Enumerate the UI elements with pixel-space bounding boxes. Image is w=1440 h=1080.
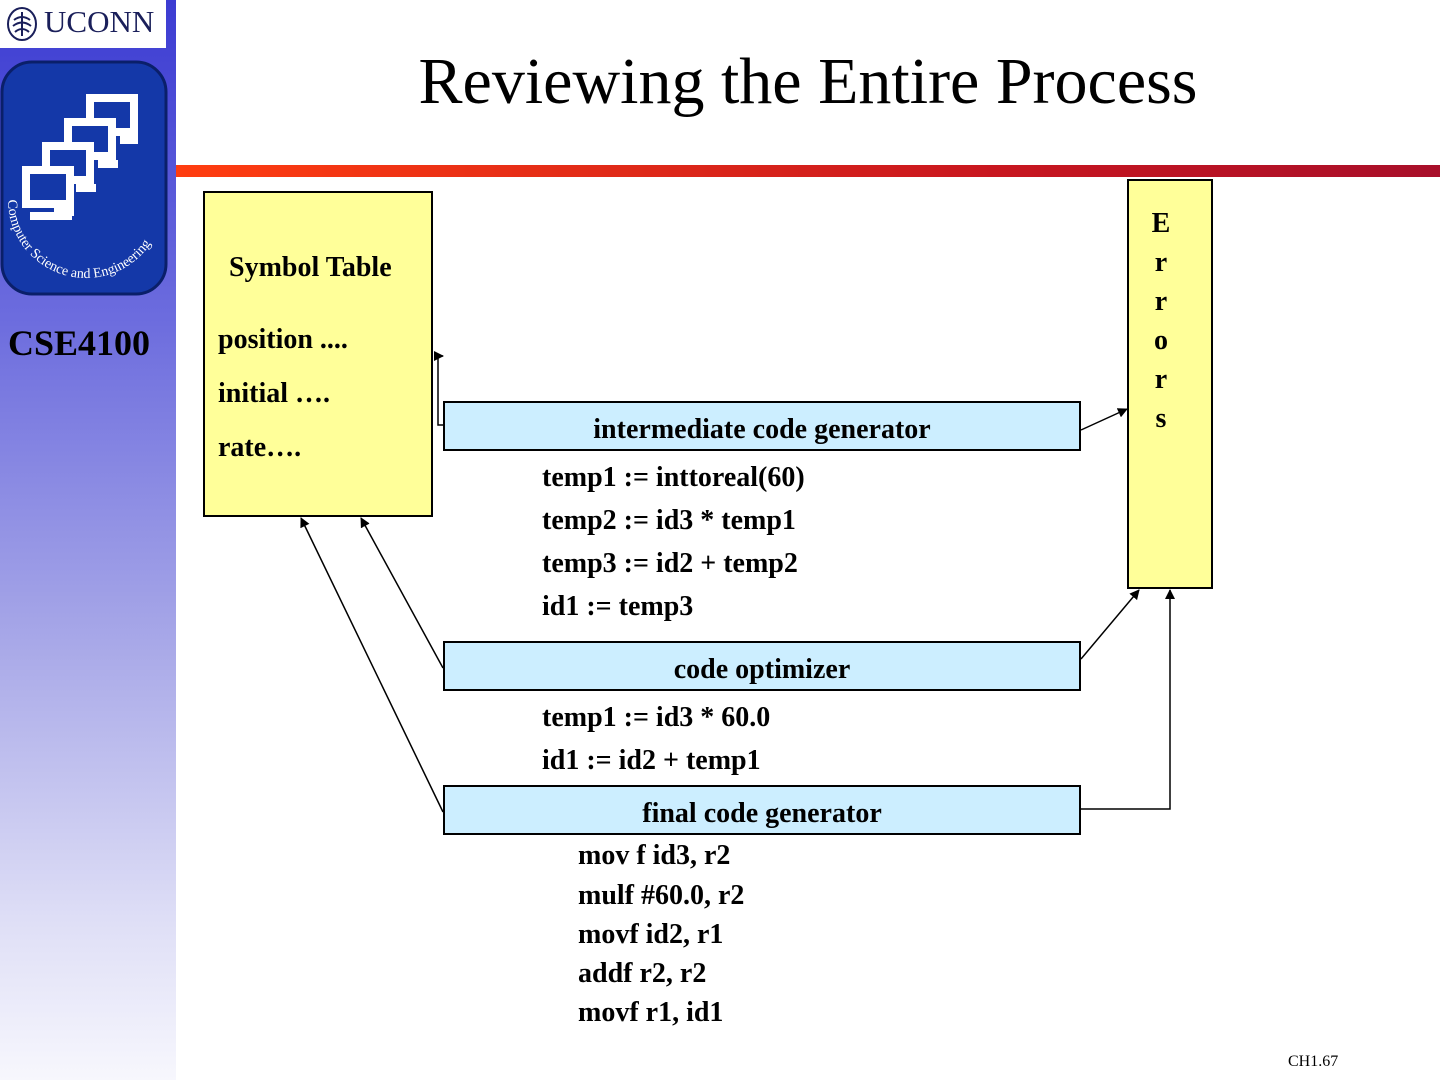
- arrow-optimizer-to-symbol-table: [360, 517, 444, 669]
- arrow-optimizer-to-errors: [1080, 589, 1140, 660]
- symbol-table-heading: Symbol Table: [229, 252, 392, 283]
- target-code-line: addf r2, r2: [578, 958, 707, 989]
- arrow-icg-to-errors: [1080, 408, 1128, 431]
- symbol-table-entry: rate….: [218, 432, 302, 463]
- intermediate-code-line: temp2 := id3 * temp1: [542, 505, 796, 536]
- intermediate-code-line: id1 := temp3: [542, 591, 694, 622]
- sidebar: UCONN Computer Science and Engineering C…: [0, 0, 176, 1080]
- title-divider: [176, 165, 1440, 177]
- uconn-wordmark: UCONN: [44, 4, 155, 39]
- code-optimizer-box: code optimizer: [443, 641, 1081, 691]
- target-code-line: mulf #60.0, r2: [578, 880, 745, 911]
- arrow-final-codegen-to-errors: [1081, 589, 1175, 810]
- uconn-seal-icon: [7, 7, 37, 41]
- errors-box: [1127, 179, 1213, 589]
- errors-label: Errors: [1151, 208, 1171, 434]
- target-code-line: mov f id3, r2: [578, 840, 731, 871]
- symbol-table-box: [203, 191, 433, 517]
- final-code-generator-box: final code generator: [443, 785, 1081, 835]
- arrow-final-codegen-to-symbol-table: [300, 517, 444, 813]
- symbol-table-entry: initial ….: [218, 378, 331, 409]
- symbol-table-entry: position ....: [218, 324, 348, 355]
- intermediate-code-generator-box: intermediate code generator: [443, 401, 1081, 451]
- target-code-line: movf r1, id1: [578, 997, 724, 1028]
- arrow-icg-to-symbol-table: [434, 351, 444, 426]
- intermediate-code-line: temp3 := id2 + temp2: [542, 548, 798, 579]
- slide-title: Reviewing the Entire Process: [418, 45, 1198, 118]
- page-number: CH1.67: [1288, 1053, 1339, 1070]
- optimized-code-line: temp1 := id3 * 60.0: [542, 702, 771, 733]
- target-code-line: movf id2, r1: [578, 919, 724, 950]
- course-code: CSE4100: [8, 323, 151, 363]
- intermediate-code-line: temp1 := inttoreal(60): [542, 462, 805, 493]
- stacked-monitors-icon: [22, 94, 138, 220]
- uconn-logo: UCONN: [0, 0, 166, 48]
- computer-science-logo: Computer Science and Engineering: [0, 60, 168, 296]
- optimized-code-line: id1 := id2 + temp1: [542, 745, 761, 776]
